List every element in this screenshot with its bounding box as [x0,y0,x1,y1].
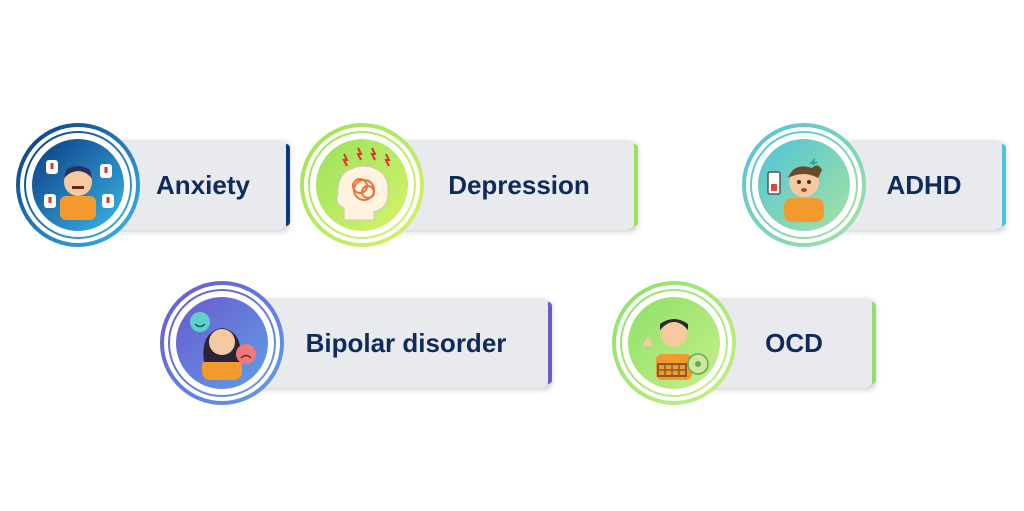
distracted-person-icon [742,120,872,250]
hand-washing-person-icon [612,278,742,408]
card-depression: Depression [300,120,638,250]
mood-faces-person-icon [160,278,290,408]
card-label: Depression [448,169,590,200]
card-bipolar-disorder: Bipolar disorder [160,278,552,408]
card-label: OCD [765,327,823,358]
card-edge [548,302,552,384]
card-label: ADHD [886,169,962,200]
card-ocd: OCD [612,278,912,408]
card-edge [286,144,290,226]
card-label: Anxiety [156,169,250,200]
card-edge [634,144,638,226]
anxious-person-icon [16,120,146,250]
card-adhd: ADHD [742,120,1024,250]
card-label: Bipolar disorder [305,327,507,358]
card-edge [872,302,876,384]
card-anxiety: Anxiety [16,120,316,250]
card-edge [1002,144,1006,226]
tangled-head-icon [300,120,430,250]
